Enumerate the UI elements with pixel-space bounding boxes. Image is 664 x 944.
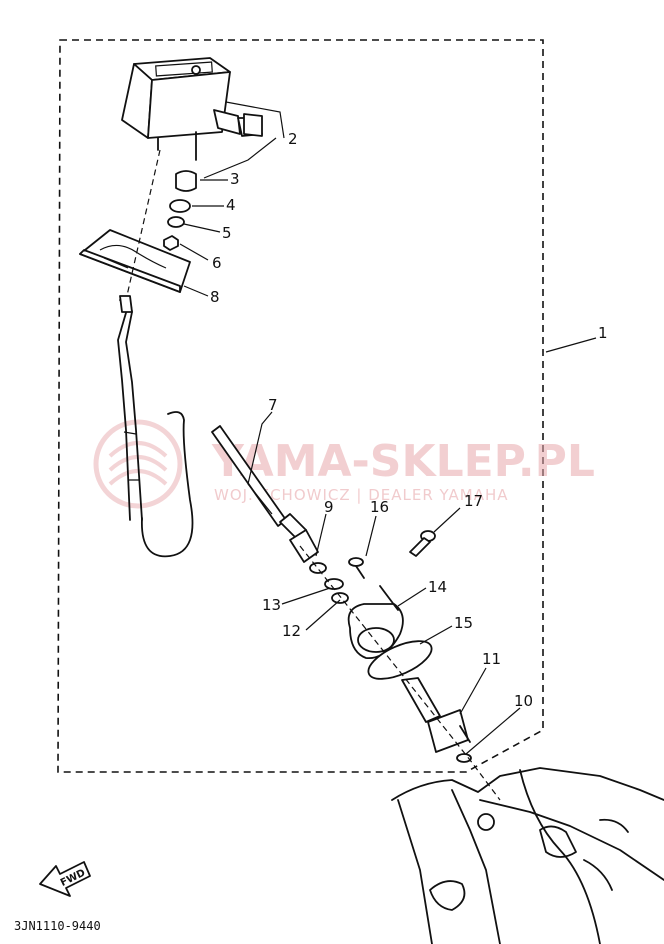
callout-14: 14 <box>428 578 447 596</box>
callout-15: 15 <box>454 614 473 632</box>
callout-10: 10 <box>514 692 533 710</box>
forward-arrow: FWD <box>39 861 91 897</box>
collar-part-4 <box>169 199 191 213</box>
callout-16: 16 <box>370 498 389 516</box>
drive-gear-part-11 <box>401 677 471 753</box>
o-ring-part-15 <box>367 640 433 680</box>
callout-2: 2 <box>288 130 298 148</box>
leader-lines <box>179 101 597 755</box>
meter-cable <box>117 295 194 558</box>
trip-knob <box>243 113 263 137</box>
callout-12: 12 <box>282 622 301 640</box>
speedometer-unit <box>121 57 263 161</box>
watermark-title: YAMA-SKLEP.PL <box>211 436 595 487</box>
callout-13: 13 <box>262 596 281 614</box>
o-ring-part-9 <box>309 562 327 574</box>
callout-11: 11 <box>482 650 501 668</box>
figure-code: 3JN1110-9440 <box>14 919 101 933</box>
gear-unit-part-14 <box>347 585 404 659</box>
bolt-part-17 <box>409 530 436 557</box>
callout-6: 6 <box>212 254 222 272</box>
callout-3: 3 <box>230 170 240 188</box>
crankcase-outline <box>391 767 664 944</box>
centerline <box>125 149 161 301</box>
screw-part-16 <box>348 557 365 579</box>
callout-5: 5 <box>222 224 232 242</box>
seal-part-12 <box>331 592 349 604</box>
callout-9: 9 <box>324 498 334 516</box>
callout-1: 1 <box>598 324 608 342</box>
watermark: YAMA-SKLEP.PL WOJ. ECHOWICZ | DEALER YAM… <box>93 419 595 509</box>
watermark-logo <box>93 419 183 509</box>
washer-part-5 <box>167 216 185 228</box>
grommet-part-3 <box>175 170 197 192</box>
watermark-subtitle: WOJ. ECHOWICZ | DEALER YAMAHA <box>214 486 509 504</box>
nut-part-6 <box>163 235 179 251</box>
cable-route <box>299 545 501 801</box>
callout-4: 4 <box>226 196 236 214</box>
callout-8: 8 <box>210 288 220 306</box>
assembly-boundary <box>57 39 544 773</box>
callout-7: 7 <box>268 396 278 414</box>
seal-part-10 <box>456 753 472 763</box>
callout-17: 17 <box>464 492 483 510</box>
